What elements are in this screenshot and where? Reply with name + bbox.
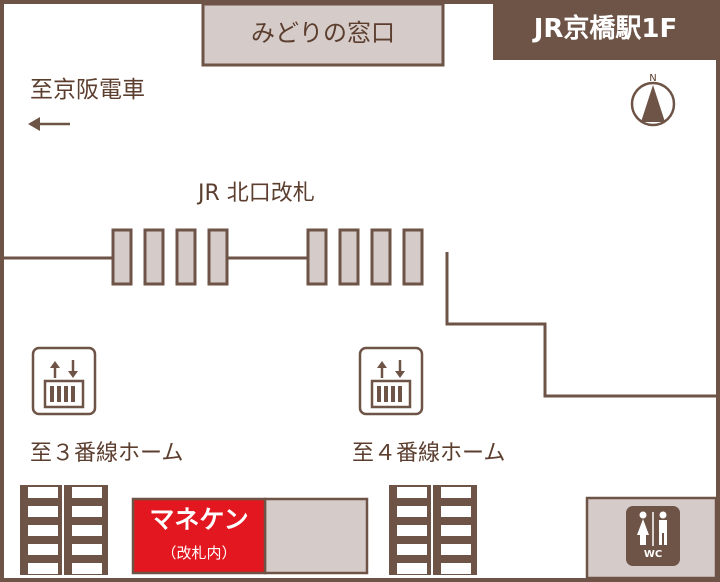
elevator-icon bbox=[31, 346, 97, 416]
shop-name: マネケン bbox=[149, 505, 249, 534]
ticket-office-box bbox=[201, 2, 445, 67]
platform-3-label: 至３番線ホーム bbox=[30, 441, 184, 466]
arrow-left-icon bbox=[28, 117, 70, 131]
stairs-icon bbox=[20, 485, 108, 575]
wc-label: WC bbox=[643, 549, 663, 560]
north-compass-icon bbox=[630, 81, 676, 127]
ticket-gate bbox=[306, 228, 328, 286]
compass-north-letter: N bbox=[649, 73, 657, 84]
ticket-gate bbox=[111, 228, 133, 286]
station-badge: JR京橋駅1F bbox=[533, 14, 678, 44]
ticket-gate bbox=[338, 228, 360, 286]
right-wall bbox=[445, 252, 718, 398]
station-badge-box bbox=[493, 2, 718, 60]
ticket-gate bbox=[370, 228, 392, 286]
elevator-icon bbox=[358, 346, 424, 416]
ticket-gate bbox=[207, 228, 229, 286]
ticket-gate-icon bbox=[111, 228, 424, 286]
keihan-direction-label: 至京阪電車 bbox=[30, 77, 145, 103]
platform-4-label: 至４番線ホーム bbox=[352, 441, 506, 466]
shop-neighbor-box bbox=[263, 497, 369, 575]
ticket-gate bbox=[143, 228, 165, 286]
shop-note: （改札内） bbox=[161, 544, 237, 562]
ticket-gate bbox=[402, 228, 424, 286]
manneken-shop-box bbox=[131, 497, 267, 575]
north-gate-label: JR 北口改札 bbox=[198, 181, 315, 206]
ticket-office-label: みどりの窓口 bbox=[251, 19, 395, 47]
ticket-gate bbox=[175, 228, 197, 286]
restroom-icon bbox=[626, 506, 680, 566]
stairs-icon bbox=[389, 485, 477, 575]
